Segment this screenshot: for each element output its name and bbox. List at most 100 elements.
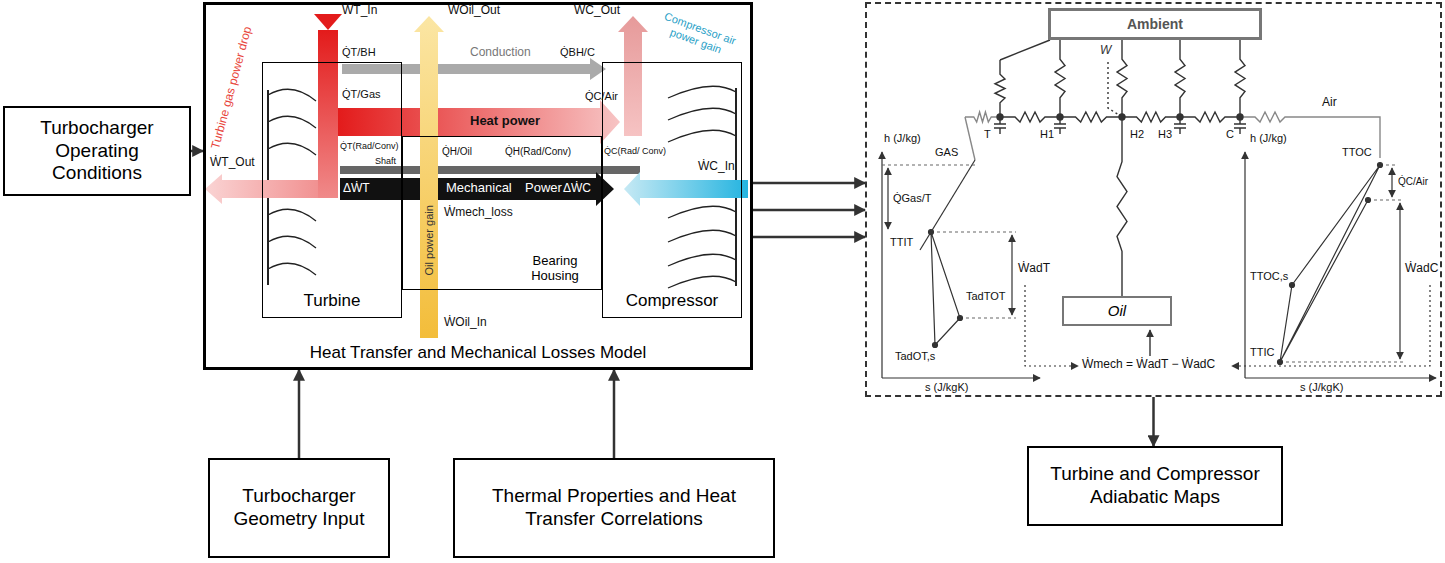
chart-label: Q̇C/Air (1398, 176, 1428, 188)
flow-label: ẆC_Out (574, 4, 620, 18)
turbine-hs-chart (882, 152, 1078, 378)
thermal-network-stroke (965, 112, 1000, 122)
chart-label: TTOC (1342, 146, 1372, 159)
thermal-network-stroke (1175, 40, 1185, 117)
power-flow-bands-stroke (268, 116, 316, 128)
chart-label: s (J/kgK) (1300, 381, 1343, 394)
chart-label: ẆadC (1405, 262, 1438, 276)
thermal-network-stroke (1060, 112, 1122, 122)
thermal-network-stroke (1177, 114, 1183, 120)
power-flow-bands-stroke (268, 143, 316, 155)
power-flow-bands-stroke (668, 254, 736, 266)
turbine-box: Turbine (262, 62, 402, 318)
thermal-network-stroke (1180, 112, 1240, 122)
turbine-hs-chart-stroke (958, 316, 963, 321)
chart-label: h (J/kg) (884, 132, 921, 145)
thermal-network-stroke (1117, 40, 1127, 117)
flow-arrow (1152, 397, 1155, 446)
node-text: Oil (1108, 302, 1126, 320)
node-text: Turbocharger Operating Conditions (11, 117, 183, 185)
power-flow-bands-stroke (268, 209, 316, 221)
ambient-node: Ambient (1048, 8, 1262, 40)
flow-label: ΔẆC (563, 182, 591, 196)
turbine-hs-chart-stroke (933, 343, 938, 348)
power-flow-bands-stroke (340, 166, 640, 174)
flow-arrow (753, 236, 865, 239)
compressor-hs-chart-stroke (1280, 165, 1404, 362)
thermal-network-stroke (1103, 62, 1113, 108)
network-label: Air (1322, 96, 1337, 110)
input-box: Thermal Properties and Heat Transfer Cor… (453, 458, 775, 558)
chart-label: TadTOT (966, 290, 1006, 303)
turbine-hs-chart-stroke (929, 230, 934, 235)
compressor-hs-chart-stroke (1399, 203, 1400, 359)
thermal-network-stroke (1122, 112, 1180, 122)
flow-label: Conduction (470, 46, 531, 60)
thermal-network-stroke (1237, 114, 1243, 120)
flow-label: Q̇T/BH (342, 46, 376, 59)
turbine-hs-chart-stroke (920, 160, 975, 250)
chart-label: TTOC,s (1250, 270, 1288, 283)
network-panel: AmbientOil (865, 2, 1442, 397)
chart-label: TTIT (890, 236, 913, 249)
node-text: Turbine and Compressor Adiabatic Maps (1035, 463, 1275, 509)
turbine-hs-chart-stroke (931, 232, 960, 345)
thermal-network-stroke (1057, 114, 1063, 120)
output-box: Turbine and Compressor Adiabatic Maps (1027, 446, 1283, 526)
flow-label: Turbine gas power drop (209, 25, 255, 151)
power-flow-bands (205, 14, 748, 338)
chart-label: h (J/kg) (1250, 132, 1287, 145)
flow-label: Q̇BH/C (560, 46, 595, 59)
power-flow-bands-stroke (668, 130, 736, 142)
flow-arrow (753, 182, 865, 185)
power-flow-bands-stroke (668, 86, 736, 98)
thermal-network-stroke (965, 117, 975, 160)
flow-label: ẆC_In (698, 160, 735, 174)
thermal-network-stroke (1000, 112, 1060, 122)
thermal-network-stroke (995, 60, 1005, 117)
node-text: Turbine (303, 291, 360, 311)
flow-arrow (613, 370, 616, 458)
flow-label: Q̇C(Rad/ Conv) (604, 146, 666, 156)
network-label: H1 (1040, 128, 1054, 141)
chart-label: ẆadT (1018, 262, 1050, 276)
thermal-network-stroke (1055, 40, 1065, 117)
node-text: Turbocharger Geometry Input (216, 485, 382, 531)
compressor-box: Compressor (602, 62, 742, 318)
input-box: Turbocharger Operating Conditions (3, 106, 191, 196)
power-flow-bands-stroke (618, 16, 648, 136)
power-flow-bands-stroke (624, 172, 748, 206)
compressor-hs-chart-stroke (1391, 168, 1392, 197)
chart-label: Q̇Gas/T (893, 192, 932, 205)
power-flow-bands-stroke (340, 172, 614, 206)
power-flow-bands-stroke (268, 89, 316, 101)
network-label: C (1226, 128, 1234, 141)
network-label: H2 (1130, 128, 1144, 141)
flow-label: Q̇T(Rad/Conv) (340, 141, 399, 151)
network-label: T (984, 128, 991, 141)
thermal-network-stroke (1240, 112, 1300, 122)
compressor-hs-chart-stroke (1232, 285, 1430, 366)
input-box: Turbocharger Geometry Input (208, 458, 390, 558)
network-label: H3 (1158, 128, 1172, 141)
power-flow-bands-stroke (205, 174, 330, 204)
turbine-hs-chart-stroke (1011, 235, 1012, 315)
power-flow-bands-stroke (668, 230, 736, 242)
power-flow-bands-stroke (338, 100, 620, 144)
flow-label: ẆT_Out (210, 156, 255, 170)
turbine-hs-chart-stroke (881, 152, 882, 378)
chart-label: Ẇmech = ẆadT − ẆadC (1082, 358, 1215, 372)
flow-label: Q̇C/Air (585, 90, 618, 103)
power-flow-bands-stroke (668, 206, 736, 218)
flow-label: Shaft (375, 156, 396, 166)
turbine-hs-chart-stroke (887, 168, 888, 229)
node-text: Thermal Properties and Heat Transfer Cor… (461, 485, 767, 531)
flow-arrow (753, 209, 865, 212)
flow-label: Q̇H/Oil (442, 146, 472, 158)
network-label: W (1100, 44, 1111, 58)
oil-node: Oil (1062, 296, 1172, 326)
thermal-network-stroke (997, 114, 1003, 120)
power-flow-bands-stroke (268, 236, 316, 248)
flow-label: ẆOil_Out (448, 4, 500, 18)
flow-label: ẆT_In (342, 4, 377, 18)
